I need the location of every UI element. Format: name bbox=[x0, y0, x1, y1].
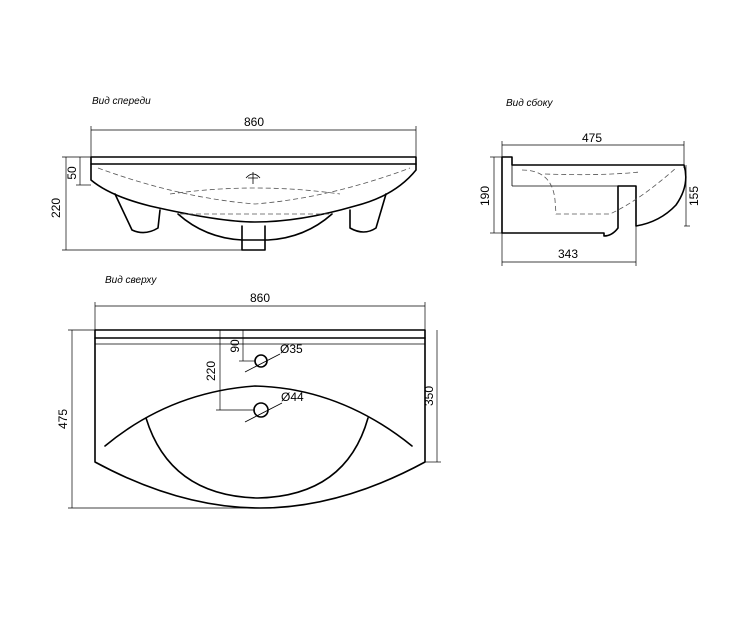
side-bottom-dim: 343 bbox=[558, 247, 578, 261]
front-rim-dim: 50 bbox=[65, 166, 79, 180]
top-width-dim: 860 bbox=[250, 291, 270, 305]
side-right-dim: 155 bbox=[687, 186, 701, 206]
top-bowl bbox=[145, 417, 369, 499]
top-outline bbox=[94, 329, 426, 509]
side-view: Вид сбоку 475 190 155 343 bbox=[478, 97, 701, 266]
front-bowl bbox=[177, 213, 333, 241]
front-rim bbox=[90, 156, 417, 165]
top-view: Вид сверху 860 Ø35 Ø44 220 90 475 bbox=[56, 275, 441, 509]
front-height-dim: 220 bbox=[49, 198, 63, 218]
front-view: Вид спереди 860 220 50 bbox=[49, 96, 417, 251]
top-hole-large-dim: Ø44 bbox=[281, 390, 304, 404]
side-body bbox=[501, 156, 687, 237]
front-body bbox=[90, 163, 417, 223]
front-leg-left bbox=[114, 193, 161, 234]
top-depth-dim: 475 bbox=[56, 409, 70, 429]
top-hole-large bbox=[253, 402, 269, 418]
front-drain bbox=[241, 225, 266, 251]
front-leg-right bbox=[349, 193, 387, 233]
top-hole-small bbox=[254, 354, 268, 368]
front-width-dim: 860 bbox=[244, 115, 264, 129]
top-hole-offset-dim: 220 bbox=[204, 361, 218, 381]
side-depth-dim: 475 bbox=[582, 131, 602, 145]
top-bowl-rim bbox=[104, 385, 413, 447]
top-hole-small-dim: Ø35 bbox=[280, 342, 303, 356]
top-view-label: Вид сверху bbox=[105, 275, 157, 286]
top-hole-offset-small-dim: 90 bbox=[228, 339, 242, 353]
top-bowl-dim: 350 bbox=[422, 386, 436, 406]
side-height-dim: 190 bbox=[478, 186, 492, 206]
side-view-label: Вид сбоку bbox=[506, 97, 553, 109]
front-view-label: Вид спереди bbox=[92, 96, 151, 107]
